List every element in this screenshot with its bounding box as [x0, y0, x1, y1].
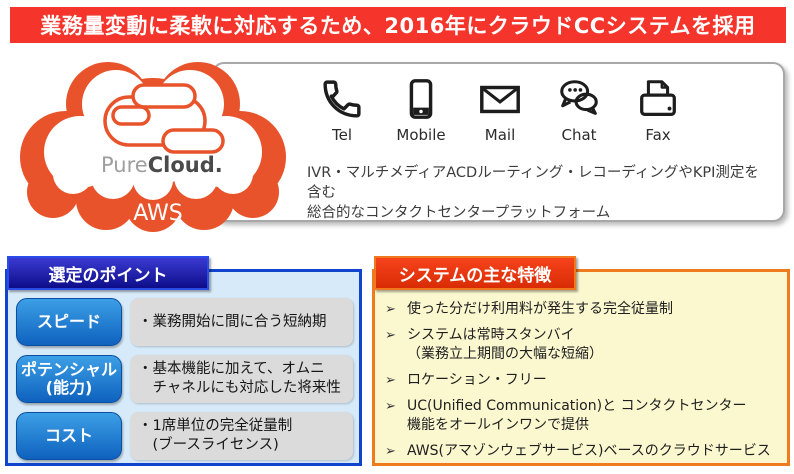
arrow-bullet-icon: ➢ [385, 444, 396, 460]
selection-points-rows: スピード ・業務開始に間に合う短納期 ポテンシャル (能力) ・基本機能に加えて… [16, 298, 353, 460]
platform-panel: Tel Mobile [212, 62, 785, 222]
feature-item-uc-allinone: ➢ UC(Unified Communication)と コンタクトセンター 機… [385, 397, 781, 435]
point-button-potential-label2: (能力) [45, 378, 93, 397]
system-features-title: システムの主な特徴 [398, 265, 552, 286]
channel-label-mail: Mail [484, 126, 516, 144]
mobile-icon [398, 76, 444, 122]
purecloud-wordmark-cloud: Cloud. [148, 153, 223, 177]
point-button-cost-label: コスト [44, 425, 93, 445]
channel-chat: Chat [547, 76, 611, 144]
point-desc-speed: ・業務開始に間に合う短納期 [130, 298, 353, 346]
system-features-header: システムの主な特徴 [374, 256, 576, 290]
feature-text: 使った分だけ利用料が発生する完全従量制 [407, 300, 673, 319]
arrow-bullet-icon: ➢ [385, 399, 396, 415]
point-desc-speed-line1: ・業務開始に間に合う短納期 [138, 313, 327, 330]
channel-mobile: Mobile [389, 76, 453, 144]
arrow-bullet-icon: ➢ [385, 328, 396, 344]
selection-points-title: 選定のポイント [48, 265, 168, 286]
system-features-box: システムの主な特徴 ➢ 使った分だけ利用料が発生する完全従量制 ➢ システムは常… [372, 256, 790, 466]
point-button-speed-label: スピード [36, 311, 101, 331]
channel-label-mobile: Mobile [396, 126, 446, 144]
platform-description-line1: IVR・マルチメディアACDルーティング・レコーディングやKPI測定を含む [307, 165, 759, 201]
point-desc-cost: ・1席単位の完全従量制 (ブースライセンス) [130, 412, 353, 460]
point-button-cost: コスト [16, 412, 122, 460]
feature-line1: AWS(アマゾンウェブサービス)ベースのクラウドサービス [407, 443, 771, 460]
point-desc-cost-line1: ・1席単位の完全従量制 [138, 418, 293, 435]
selection-points-header: 選定のポイント [7, 256, 209, 290]
feature-item-aws-based: ➢ AWS(アマゾンウェブサービス)ベースのクラウドサービス [385, 442, 781, 461]
feature-item-standby: ➢ システムは常時スタンバイ （業務立上期間の大幅な短縮） [385, 326, 781, 364]
selection-points-box: 選定のポイント スピード ・業務開始に間に合う短納期 ポテンシャル (能力) [5, 256, 362, 466]
channel-mail: Mail [468, 76, 532, 144]
point-desc-potential-line1: ・基本機能に加えて、オムニ [138, 361, 325, 378]
purecloud-wordmark-pure: Pure [101, 153, 148, 177]
point-row-speed: スピード ・業務開始に間に合う短納期 [16, 298, 353, 346]
feature-line2: （業務立上期間の大幅な短縮） [407, 346, 603, 363]
point-row-cost: コスト ・1席単位の完全従量制 (ブースライセンス) [16, 412, 353, 460]
phone-icon [319, 76, 365, 122]
channel-row: Tel Mobile [310, 76, 690, 144]
cloud-graphic: PureCloud. AWS [8, 52, 298, 234]
feature-line1: システムは常時スタンバイ [407, 327, 575, 344]
top-banner: 業務量変動に柔軟に対応するため、2016年にクラウドCCシステムを採用 [10, 7, 786, 43]
platform-description: IVR・マルチメディアACDルーティング・レコーディングやKPI測定を含む 総合… [307, 163, 773, 223]
feature-text: ロケーション・フリー [407, 371, 547, 390]
mail-icon [477, 76, 523, 122]
fax-icon [635, 76, 681, 122]
arrow-bullet-icon: ➢ [385, 373, 396, 389]
feature-item-location-free: ➢ ロケーション・フリー [385, 371, 781, 390]
feature-item-pay-per-use: ➢ 使った分だけ利用料が発生する完全従量制 [385, 300, 781, 319]
platform-description-line2: 総合的なコンタクトセンタープラットフォーム [307, 205, 611, 221]
channel-fax: Fax [626, 76, 690, 144]
feature-line2: 機能をオールインワンで提供 [407, 417, 589, 434]
point-desc-potential-line2: チャネルにも対応した将来性 [138, 380, 341, 396]
aws-label: AWS [133, 201, 183, 226]
feature-line1: ロケーション・フリー [407, 372, 547, 389]
feature-text: UC(Unified Communication)と コンタクトセンター 機能を… [407, 397, 747, 435]
channel-label-fax: Fax [645, 126, 671, 144]
channel-tel: Tel [310, 76, 374, 144]
purecloud-wordmark: PureCloud. [101, 153, 223, 177]
point-desc-potential: ・基本機能に加えて、オムニ チャネルにも対応した将来性 [130, 355, 353, 403]
feature-line1: UC(Unified Communication)と コンタクトセンター [407, 398, 747, 415]
point-button-potential-label: ポテンシャル [20, 359, 117, 379]
feature-text: システムは常時スタンバイ （業務立上期間の大幅な短縮） [407, 326, 603, 364]
arrow-bullet-icon: ➢ [385, 302, 396, 317]
chat-icon [556, 76, 602, 122]
channel-label-tel: Tel [331, 126, 352, 144]
point-button-potential: ポテンシャル (能力) [16, 355, 122, 403]
purecloud-logo-icon [103, 83, 225, 154]
feature-line1: 使った分だけ利用料が発生する完全従量制 [407, 301, 673, 317]
feature-text: AWS(アマゾンウェブサービス)ベースのクラウドサービス [407, 442, 771, 461]
point-button-speed: スピード [16, 298, 122, 346]
system-features-list: ➢ 使った分だけ利用料が発生する完全従量制 ➢ システムは常時スタンバイ （業務… [385, 300, 781, 461]
point-row-potential: ポテンシャル (能力) ・基本機能に加えて、オムニ チャネルにも対応した将来性 [16, 355, 353, 403]
point-desc-cost-line2: (ブースライセンス) [138, 437, 279, 453]
banner-title: 業務量変動に柔軟に対応するため、2016年にクラウドCCシステムを採用 [40, 14, 756, 38]
channel-label-chat: Chat [561, 126, 597, 144]
